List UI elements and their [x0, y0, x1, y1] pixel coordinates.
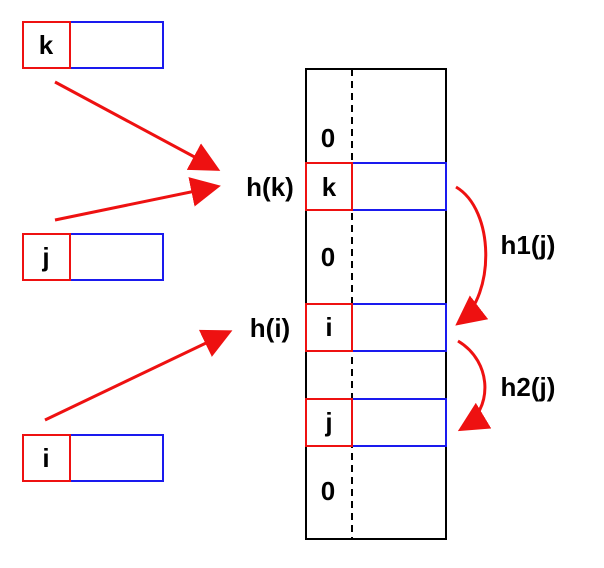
key-record-k-value-cell: [69, 21, 164, 69]
table-slot-k-value-cell: [351, 162, 447, 211]
table-slot-j-value-cell: [351, 398, 447, 447]
table-slot-label-0: 0: [321, 123, 335, 153]
hash-label-h-k: h(k): [246, 172, 294, 202]
table-slot-label-3: i: [325, 312, 332, 342]
arrow-probe-h2-j: [457, 339, 492, 432]
hash-label-h2-j: h2(j): [501, 372, 556, 402]
key-record-i-label: i: [42, 443, 49, 473]
table-slot-label-2: 0: [321, 242, 335, 272]
table-slot-label-5: j: [324, 407, 332, 437]
table-slot-label-6: 0: [321, 476, 335, 506]
table-slot-k-key-cell: [305, 162, 353, 211]
table-slot-j-key-cell: [305, 398, 353, 447]
key-record-i: i: [22, 434, 164, 482]
arrow-k-to-h-k: [54, 80, 221, 171]
table-slot-label-1: k: [322, 172, 337, 202]
key-record-j: j: [22, 233, 164, 281]
table-slot-i-key-cell: [305, 303, 353, 352]
table-slot-j: [305, 398, 447, 447]
key-record-j-label: j: [41, 242, 49, 272]
key-record-i-value-cell: [69, 434, 164, 482]
arrow-probe-h1-j: [455, 185, 489, 326]
key-record-k: k: [22, 21, 164, 69]
arrow-j-to-h-k: [54, 177, 221, 222]
key-record-j-key-cell: [22, 233, 71, 281]
hash-label-h-i: h(i): [250, 313, 290, 343]
table-slot-i-value-cell: [351, 303, 447, 352]
arrow-i-to-h-i: [44, 329, 233, 422]
hash-label-h1-j: h1(j): [501, 230, 556, 260]
key-record-i-key-cell: [22, 434, 71, 482]
table-slot-i: [305, 303, 447, 352]
key-record-k-key-cell: [22, 21, 71, 69]
key-record-j-value-cell: [69, 233, 164, 281]
key-record-k-label: k: [39, 30, 54, 60]
table-slot-k: [305, 162, 447, 211]
